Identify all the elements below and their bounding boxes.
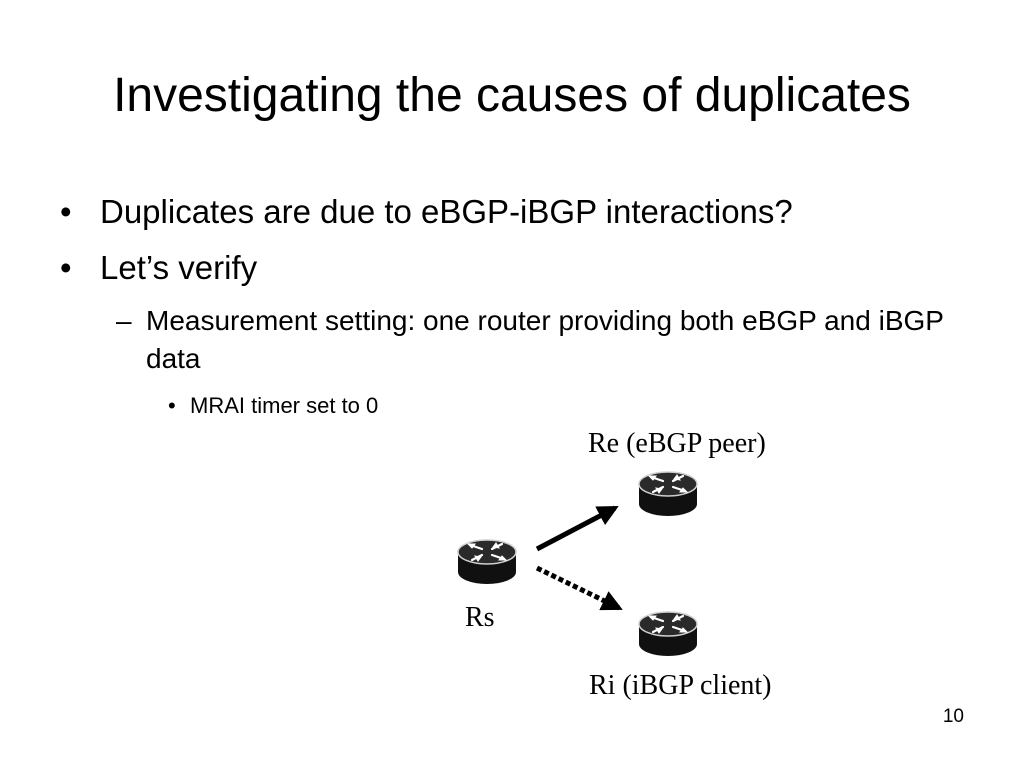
bullet-item: • Duplicates are due to eBGP-iBGP intera… [60,192,793,232]
bullet-marker: • [60,193,72,230]
sub-bullet-text: Measurement setting: one router providin… [146,305,944,374]
bullet-text: Duplicates are due to eBGP-iBGP interact… [100,193,793,230]
router-rs-icon [456,538,518,586]
sub-sub-bullet-marker: • [168,393,176,418]
sub-sub-bullet-item: • MRAI timer set to 0 [168,392,379,420]
slide-title: Investigating the causes of duplicates [113,69,911,122]
ibgp-link-arrow [535,565,623,611]
sub-bullet-item: – Measurement setting: one router provid… [116,302,976,378]
router-re-label: Re (eBGP peer) [588,428,766,459]
router-ri-icon [637,610,699,658]
bullet-marker: • [60,249,72,286]
router-rs-label: Rs [465,602,495,633]
sub-sub-bullet-text: MRAI timer set to 0 [190,393,379,418]
bullet-item: • Let’s verify [60,248,258,288]
sub-bullet-marker: – [116,305,132,336]
ebgp-link-arrow [535,505,619,552]
router-re-icon [637,470,699,518]
bullet-text: Let’s verify [100,249,258,286]
page-number: 10 [942,706,964,727]
router-ri-label: Ri (iBGP client) [589,670,772,701]
